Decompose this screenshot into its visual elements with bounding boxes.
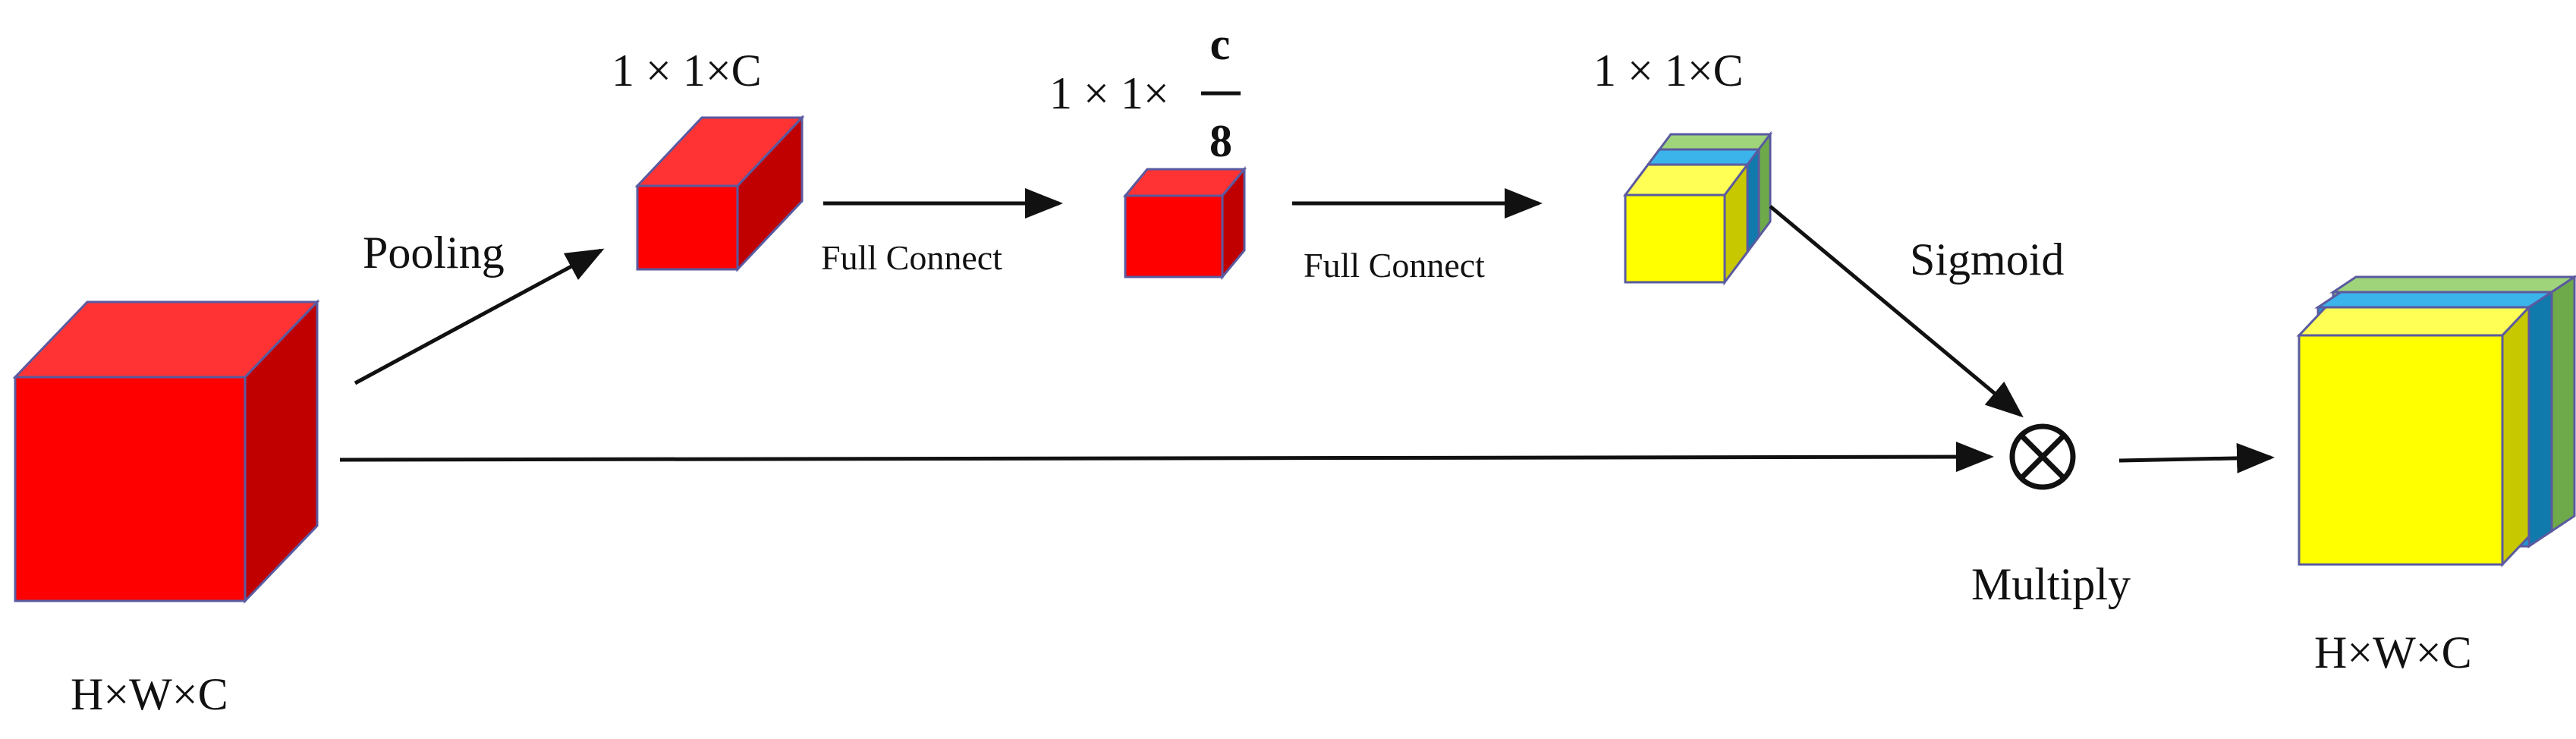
reduced-dims-numerator: c [1210,19,1231,69]
output-dims-label: H×W×C [2314,627,2472,678]
pooled-vector [634,115,805,272]
full-connect-label-2: Full Connect [1304,246,1485,285]
pooling-label: Pooling [363,228,505,278]
pooling-arrow [354,248,605,385]
output-arrow [2118,442,2275,473]
skip-connection-arrow [339,442,1994,473]
input-feature-map [12,299,320,604]
output-yellow-layer [2296,304,2532,568]
weights-yellow-layer [1623,161,1750,286]
circled-times-icon [2009,423,2076,490]
full-connect-label-1: Full Connect [821,238,1002,277]
channel-weights-vector [1623,131,1772,286]
reduced-dims-prefix: 1 × 1× [1049,68,1169,118]
reduced-dims-label: 1 × 1× c 8 [1049,19,1241,166]
weights-dims-label: 1 × 1×C [1593,46,1744,96]
pooled-cube-front [636,184,739,271]
output-feature-map [2296,275,2576,568]
pooled-dims-label: 1 × 1×C [612,46,762,96]
sigmoid-arrow [1769,205,2024,418]
input-cube-front [14,376,247,602]
multiply-label: Multiply [1971,559,2131,609]
reduced-cube-front [1124,194,1224,278]
reduced-vector [1122,165,1247,281]
input-dims-label: H×W×C [71,669,228,719]
sigmoid-label: Sigmoid [1910,234,2064,285]
reduced-dims-denominator: 8 [1209,116,1232,166]
